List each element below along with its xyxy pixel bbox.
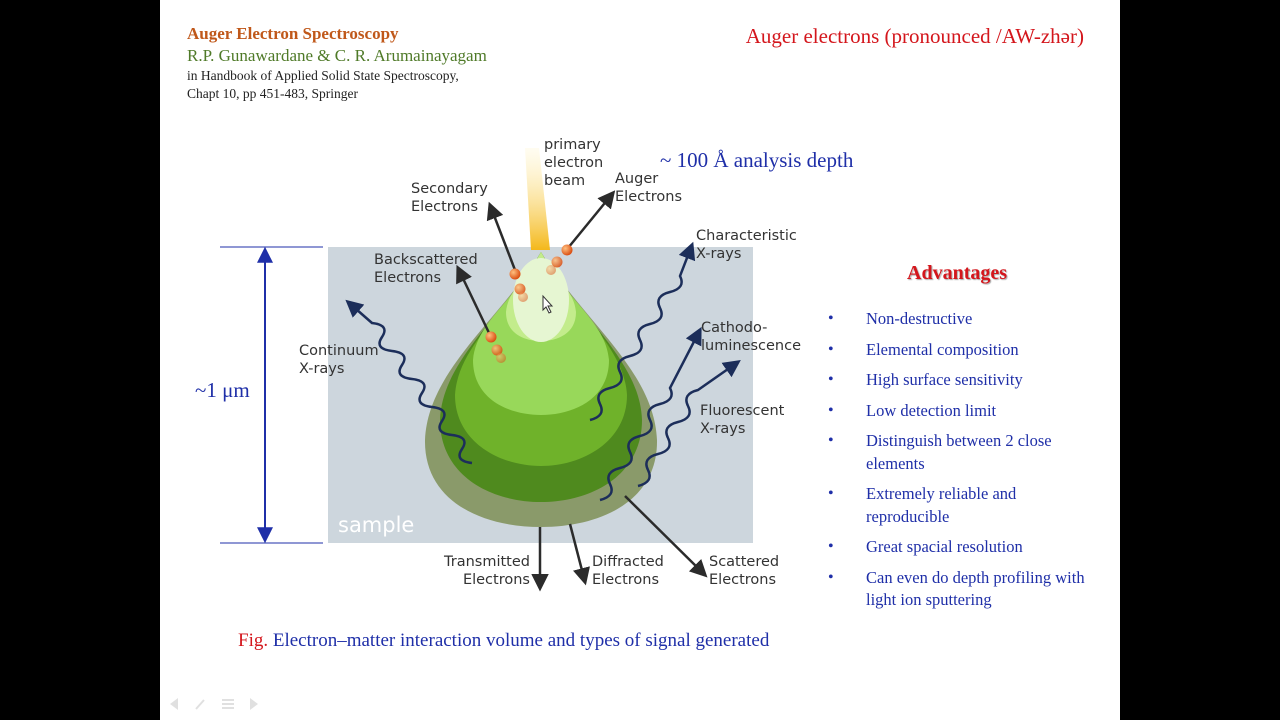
analysis-depth-label: ~ 100 Å analysis depth <box>660 148 854 172</box>
scattered-electrons-label: Scattered Electrons <box>709 554 780 588</box>
reference-source: in Handbook of Applied Solid State Spect… <box>187 68 459 83</box>
backscattered-electrons-arrow <box>456 264 492 336</box>
auger-electrons-arrow <box>567 190 616 249</box>
advantage-item: Extremely reliable and reproducible <box>828 483 1088 528</box>
electron-particle <box>496 353 506 363</box>
advantage-item: Distinguish between 2 close elements <box>828 430 1088 475</box>
advantage-item: Can even do depth profiling with light i… <box>828 567 1088 612</box>
advantage-item: High surface sensitivity <box>828 369 1088 392</box>
electron-particle <box>509 268 521 280</box>
slideshow-controls <box>170 698 258 710</box>
characteristic-xrays-wave <box>589 241 696 422</box>
cathodoluminescence-label: Cathodo- luminescence <box>701 320 802 354</box>
electron-particle <box>546 265 556 275</box>
reference-chapter: Chapt 10, pp 451-483, Springer <box>187 86 358 101</box>
prev-icon[interactable] <box>170 698 178 710</box>
fluorescent-xrays-label: Fluorescent X-rays <box>700 403 785 437</box>
advantages-title: Advantages <box>907 262 1008 284</box>
primary-beam <box>525 148 550 250</box>
electron-particle <box>514 283 526 295</box>
advantage-item: Great spacial resolution <box>828 536 1088 559</box>
advantage-item: Non-destructive <box>828 308 1088 331</box>
reference-authors: R.P. Gunawardane & C. R. Arumainayagam <box>187 46 487 65</box>
pen-icon[interactable] <box>195 699 205 710</box>
primary-beam-label: primary electron beam <box>544 137 604 189</box>
characteristic-xrays-label: Characteristic X-rays <box>696 228 797 262</box>
advantage-item: Low detection limit <box>828 400 1088 423</box>
next-icon[interactable] <box>250 698 258 710</box>
volume-core <box>513 258 569 342</box>
advantage-item: Elemental composition <box>828 339 1088 362</box>
figure-caption: Fig. Electron–matter interaction volume … <box>238 630 769 652</box>
micron-scale-label: ~1 μm <box>195 378 250 402</box>
reference-title: Auger Electron Spectroscopy <box>187 24 399 43</box>
continuum-xrays-wave <box>345 299 473 465</box>
fluorescent-xrays-wave <box>637 359 741 488</box>
sample-label: sample <box>338 513 415 537</box>
secondary-electrons-label: Secondary Electrons <box>411 181 488 215</box>
continuum-xrays-label: Continuum X-rays <box>299 343 379 377</box>
menu-icon[interactable] <box>222 699 234 709</box>
electron-particle <box>485 331 497 343</box>
electron-particle <box>491 344 503 356</box>
backscattered-electrons-label: Backscattered Electrons <box>374 252 478 286</box>
interaction-volume-diagram <box>220 148 753 592</box>
secondary-electrons-arrow <box>486 201 517 271</box>
transmitted-electrons-label: Transmitted Electrons <box>444 554 530 588</box>
cathodoluminescence-wave <box>599 326 702 502</box>
scattered-electrons-arrow <box>624 495 708 578</box>
diffracted-electrons-arrow <box>568 523 590 586</box>
figure-caption-text: Electron–matter interaction volume and t… <box>268 630 770 651</box>
slide: Auger Electron Spectroscopy R.P. Gunawar… <box>160 0 1120 720</box>
figure-caption-prefix: Fig. <box>238 630 269 651</box>
electron-particle <box>551 256 563 268</box>
diffracted-electrons-label: Diffracted Electrons <box>592 554 664 588</box>
advantages-list: Non-destructive Elemental composition Hi… <box>828 308 1088 620</box>
mouse-cursor-icon <box>542 294 554 314</box>
auger-electrons-label: Auger Electrons <box>615 171 683 205</box>
slide-heading: Auger electrons (pronounced /AW-zhər) <box>745 24 1084 48</box>
electron-particle <box>518 292 528 302</box>
electron-particle <box>561 244 573 256</box>
